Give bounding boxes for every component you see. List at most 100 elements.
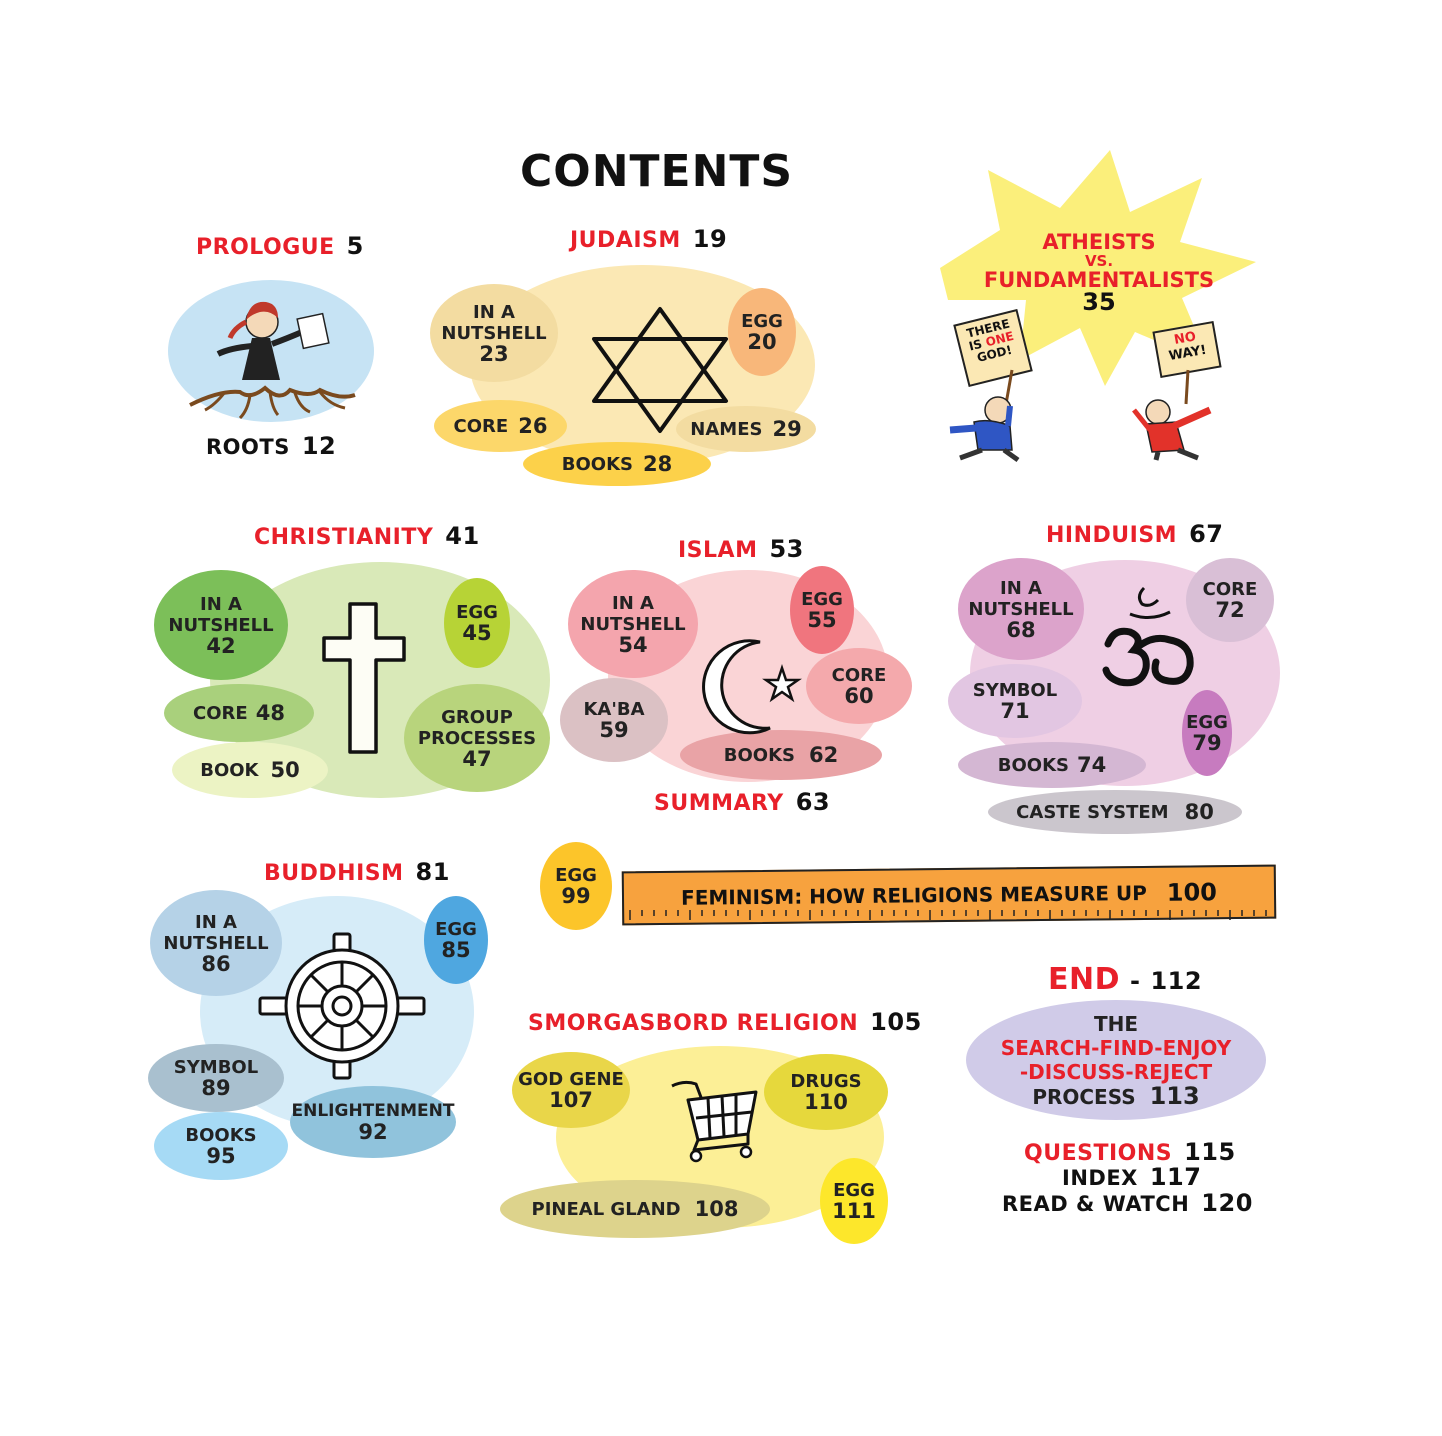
christianity-book[interactable]: BOOK 50 (172, 742, 328, 798)
process-line3: PROCESS (1032, 1084, 1136, 1109)
nutshell-line1: IN A (195, 911, 237, 933)
atheists-vs: VS. (1084, 252, 1114, 270)
hinduism-nutshell[interactable]: IN A NUTSHELL 68 (958, 558, 1084, 660)
hinduism-title: HINDUISM (1046, 523, 1178, 548)
process-page: 113 (1149, 1081, 1200, 1110)
hinduism-nutshell-blob (958, 558, 1084, 660)
nutshell-line1: IN A (200, 593, 242, 615)
christianity-group-processes[interactable]: GROUP PROCESSES 47 (404, 684, 550, 792)
buddhism-books[interactable]: BOOKS 95 (154, 1112, 288, 1180)
christianity-egg[interactable]: EGG 45 (444, 578, 510, 668)
islam-egg[interactable]: EGG 55 (790, 566, 854, 654)
christianity-core[interactable]: CORE 48 (164, 684, 314, 742)
judaism-egg[interactable]: EGG 20 (728, 288, 796, 376)
islam-books[interactable]: BOOKS 62 (680, 730, 882, 780)
core-page: 48 (255, 700, 285, 725)
feminism-egg[interactable]: EGG 99 (540, 842, 612, 930)
smorgasbord-page: 105 (870, 1008, 922, 1036)
christianity-title: CHRISTIANITY (254, 525, 434, 550)
buddhism-heading[interactable]: BUDDHISM 81 (264, 858, 450, 886)
judaism-nutshell[interactable]: IN A NUTSHELL 23 (430, 284, 558, 382)
caste-label: CASTE SYSTEM (1016, 801, 1169, 823)
atheists-line2: FUNDAMENTALISTS (983, 268, 1215, 292)
books-label: BOOKS (723, 744, 795, 766)
egg-page: 85 (441, 938, 471, 962)
hinduism-egg[interactable]: EGG 79 (1182, 690, 1232, 776)
nutshell-line1: IN A (612, 592, 654, 614)
kaba-page: 59 (599, 718, 629, 742)
christianity-nutshell-blob (154, 570, 288, 680)
end-process[interactable]: THE SEARCH-FIND-ENJOY -DISCUSS-REJECT PR… (966, 1006, 1266, 1114)
smorgasbord-pineal-blob (500, 1180, 770, 1238)
books-page: 74 (1077, 752, 1107, 777)
judaism-names-blob (676, 406, 816, 452)
symbol-page: 89 (201, 1076, 231, 1100)
core-page: 72 (1215, 598, 1245, 622)
judaism-books[interactable]: BOOKS 28 (523, 442, 711, 486)
christianity-heading[interactable]: CHRISTIANITY 41 (254, 522, 480, 550)
nutshell-line2: NUTSHELL (168, 614, 274, 636)
books-label: BOOKS (561, 453, 633, 475)
buddhism-nutshell[interactable]: IN A NUTSHELL 86 (150, 890, 282, 996)
islam-books-blob (680, 730, 882, 780)
christianity-nutshell[interactable]: IN A NUTSHELL 42 (154, 570, 288, 680)
buddhism-egg[interactable]: EGG 85 (424, 896, 488, 984)
egg-label: EGG (456, 602, 498, 623)
read-watch-entry[interactable]: READ & WATCH 120 (1002, 1189, 1253, 1217)
end-heading[interactable]: END - 112 (1048, 962, 1202, 997)
egg-label: EGG (833, 1180, 875, 1201)
questions-entry[interactable]: QUESTIONS 115 (1024, 1138, 1236, 1166)
group-page: 47 (462, 746, 492, 771)
islam-kaba[interactable]: KA'BA 59 (560, 678, 668, 762)
roots-entry[interactable]: ROOTS 12 (206, 432, 336, 460)
islam-heading[interactable]: ISLAM 53 (678, 535, 804, 563)
prologue-heading[interactable]: PROLOGUE 5 (196, 232, 364, 260)
smorgasbord-drugs[interactable]: DRUGS 110 (764, 1054, 888, 1130)
atheists-vs-fundamentalists[interactable]: ATHEISTS VS. FUNDAMENTALISTS 35 (970, 222, 1228, 322)
smorgasbord-god-gene[interactable]: GOD GENE 107 (512, 1052, 630, 1128)
caste-page: 80 (1184, 799, 1214, 824)
buddhism-enlightenment[interactable]: ENLIGHTENMENT 92 (290, 1086, 456, 1158)
hinduism-core-blob (1186, 558, 1274, 642)
hinduism-books-blob (958, 742, 1146, 788)
judaism-core[interactable]: CORE 26 (434, 400, 567, 452)
end-title: END (1048, 962, 1121, 997)
enlightenment-label: ENLIGHTENMENT (291, 1101, 455, 1121)
core-label: CORE (193, 702, 248, 724)
end-page: 112 (1150, 967, 1203, 995)
core-page: 60 (844, 684, 874, 708)
godgene-label: GOD GENE (518, 1069, 624, 1090)
egg-label: EGG (1186, 712, 1228, 733)
hinduism-heading[interactable]: HINDUISM 67 (1046, 520, 1223, 548)
judaism-heading[interactable]: JUDAISM 19 (570, 225, 727, 253)
islam-summary[interactable]: SUMMARY 63 (654, 788, 830, 816)
book-page: 50 (270, 757, 300, 782)
islam-egg-blob (790, 566, 854, 654)
drugs-page: 110 (804, 1090, 848, 1114)
group-line2: PROCESSES (417, 727, 537, 749)
hinduism-core[interactable]: CORE 72 (1186, 558, 1274, 642)
smorgasbord-egg[interactable]: EGG 111 (820, 1158, 888, 1244)
nutshell-line2: NUTSHELL (441, 322, 547, 344)
islam-nutshell[interactable]: IN A NUTSHELL 54 (568, 570, 698, 678)
hinduism-symbol[interactable]: SYMBOL 71 (948, 664, 1082, 738)
nutshell-page: 68 (1006, 617, 1036, 642)
nutshell-line1: IN A (473, 301, 515, 323)
hinduism-caste-system[interactable]: CASTE SYSTEM 80 (988, 790, 1242, 834)
roots-page: 12 (301, 432, 337, 460)
egg-label: EGG (555, 865, 597, 886)
hinduism-books[interactable]: BOOKS 74 (958, 742, 1146, 788)
islam-core[interactable]: CORE 60 (806, 648, 912, 724)
buddhism-symbol[interactable]: SYMBOL 89 (148, 1044, 284, 1112)
egg-label: EGG (741, 311, 783, 332)
christianity-egg-blob (444, 578, 510, 668)
index-entry[interactable]: INDEX 117 (1062, 1163, 1201, 1191)
smorgasbord-heading[interactable]: SMORGASBORD RELIGION 105 (528, 1008, 922, 1036)
books-page: 62 (809, 742, 839, 767)
buddhism-egg-blob (424, 896, 488, 984)
smorgasbord-pineal-gland[interactable]: PINEAL GLAND 108 (500, 1180, 770, 1238)
judaism-names[interactable]: NAMES 29 (676, 406, 816, 452)
names-label: NAMES (690, 418, 763, 440)
buddhism-symbol-blob (148, 1044, 284, 1112)
egg-page: 79 (1192, 731, 1222, 755)
